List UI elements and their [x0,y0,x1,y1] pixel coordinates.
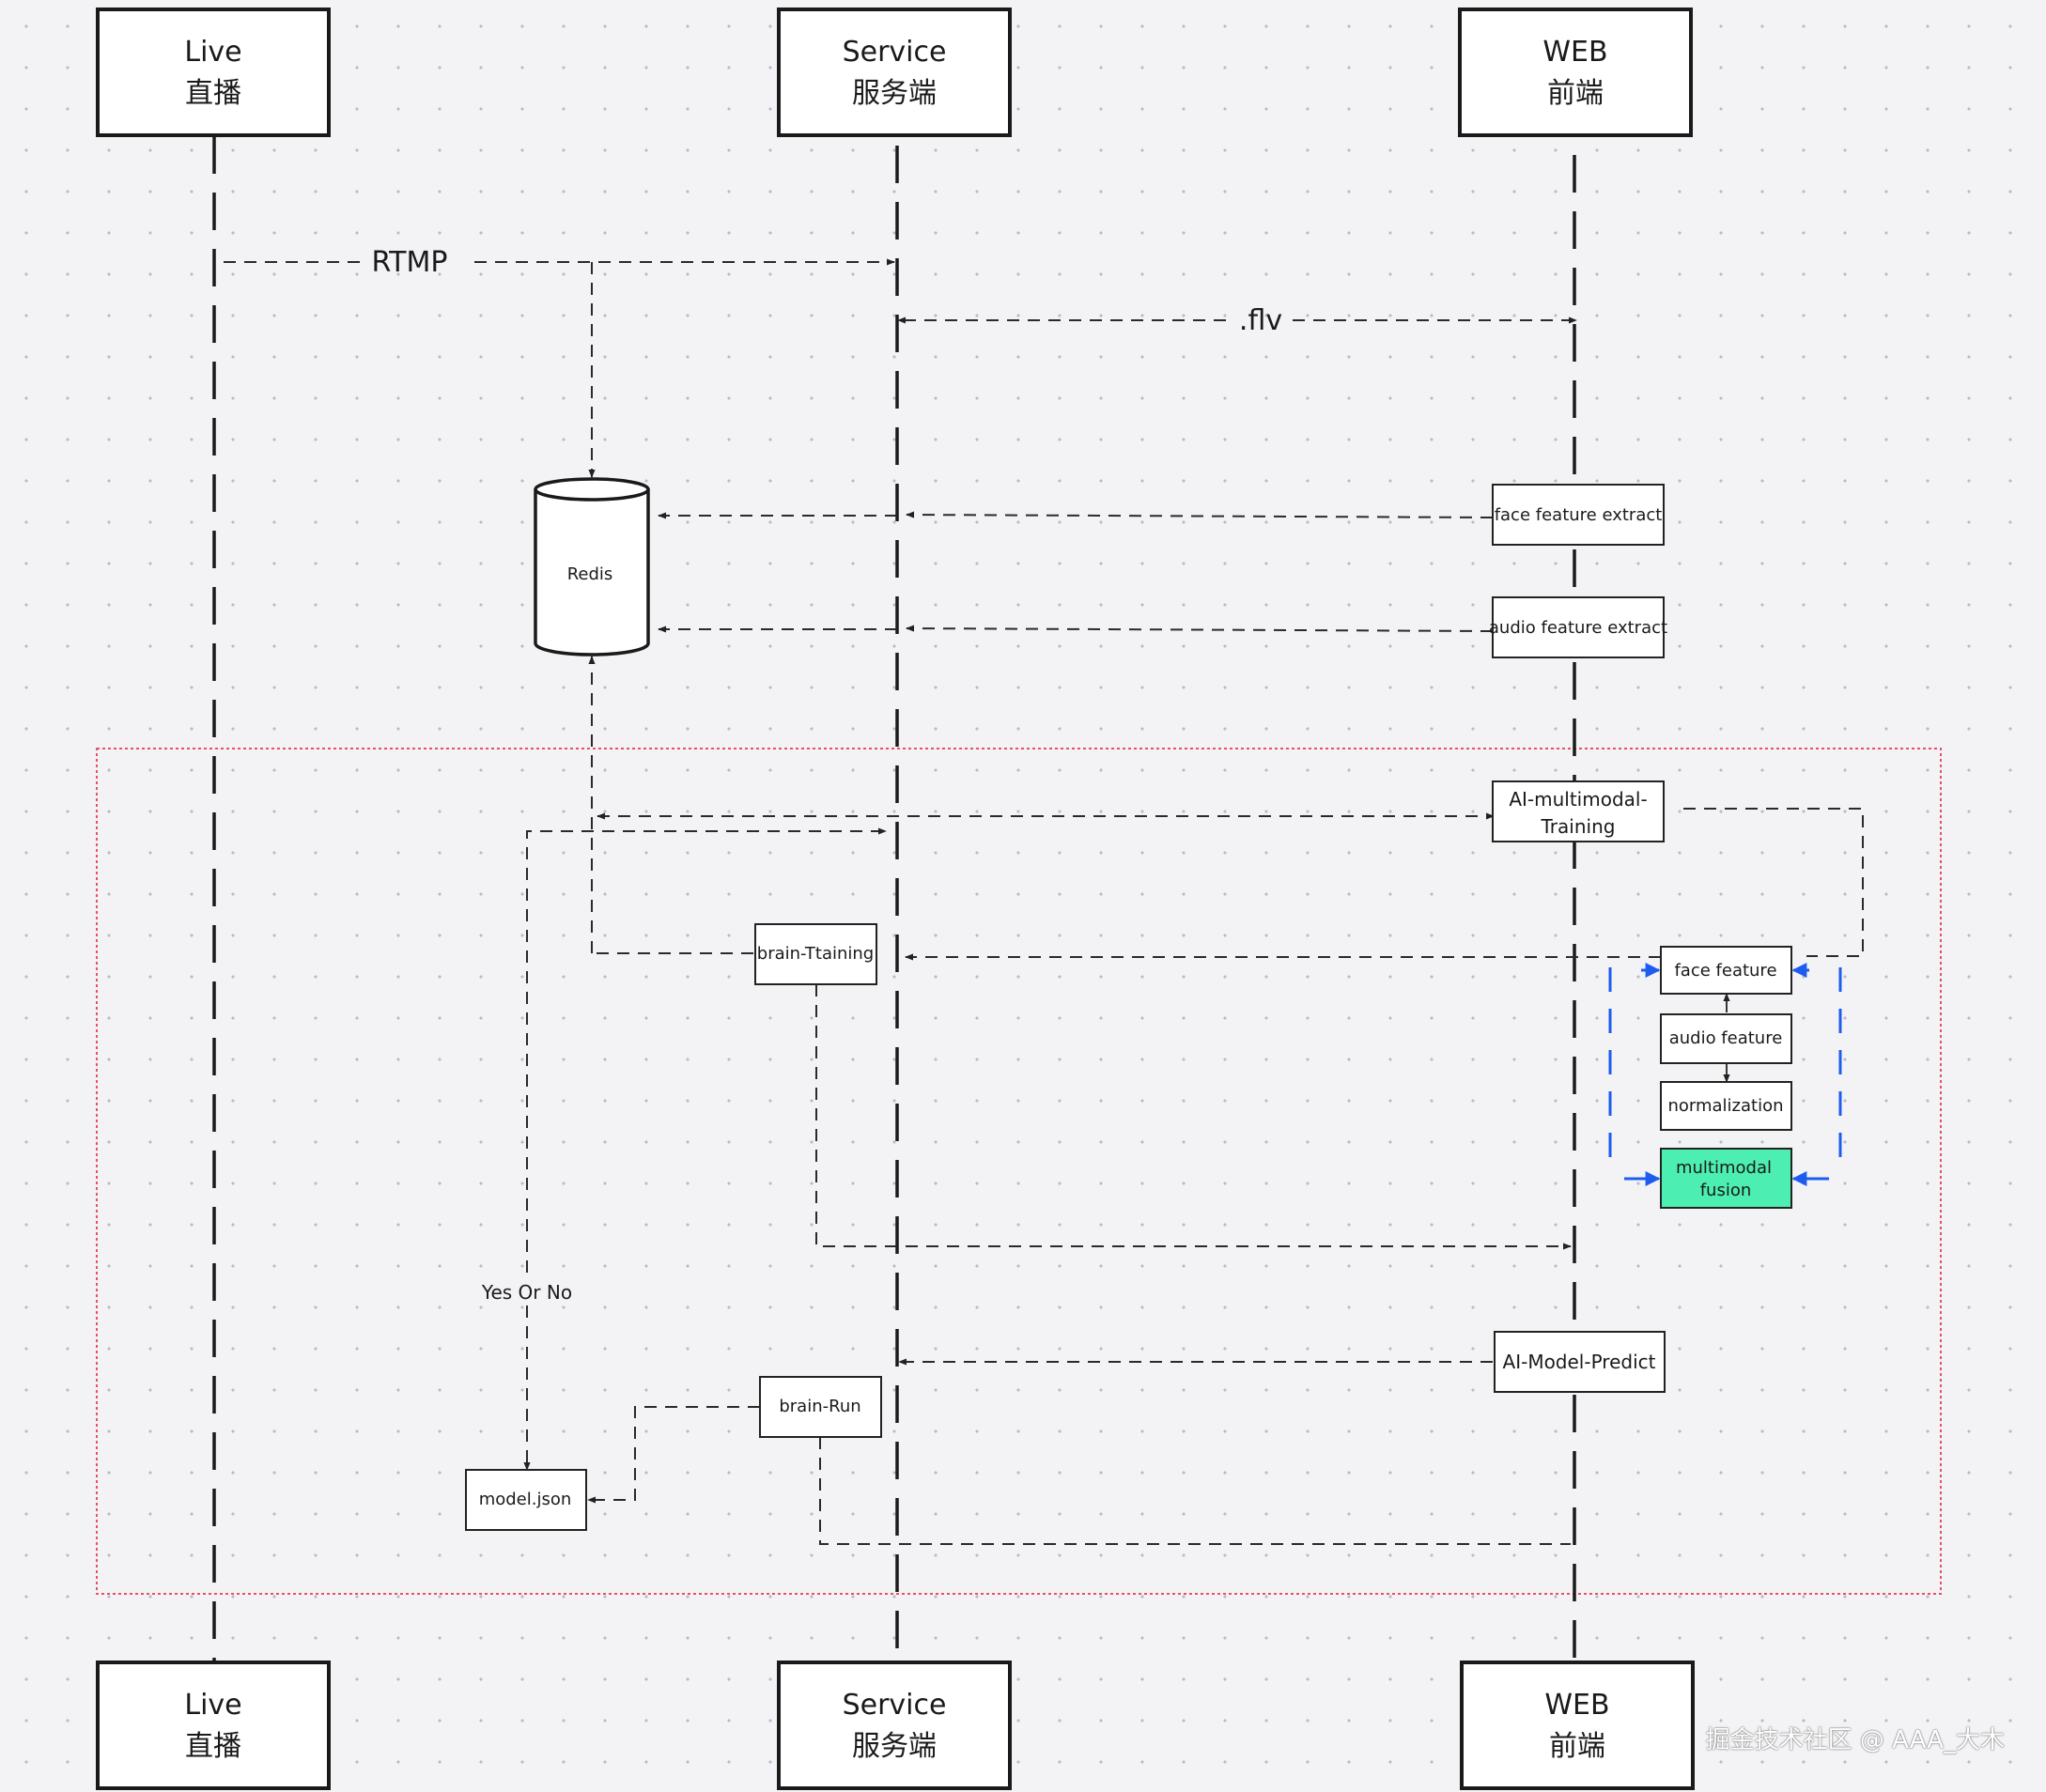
training-loop-line [1683,808,1864,957]
ai-multimodal-training-box: AI-multimodal- Training [1492,780,1665,842]
participant-live-name: Live [184,36,241,69]
participant-service-sub-bottom: 服务端 [852,1730,937,1763]
ai-model-predict-box: AI-Model-Predict [1494,1331,1666,1393]
participant-service-top: Service 服务端 [777,8,1012,137]
face-feature-extract-box: face feature extract [1492,484,1665,546]
rtmp-label: RTMP [372,246,448,279]
normalization-box: normalization [1660,1081,1792,1131]
face-feature-box: face feature [1660,946,1792,995]
participant-service-name-bottom: Service [843,1689,947,1722]
face-feature-label: face feature [1674,961,1776,981]
ai-training-label-line2: Training [1541,815,1616,838]
yes-or-no-top-arrow [526,827,887,1273]
audio-extract-to-redis-arrow [906,625,1494,632]
audio-feature-box: audio feature [1660,1013,1792,1064]
participant-web-top: WEB 前端 [1458,8,1693,137]
multimodal-fusion-box: multimodal fusion [1660,1148,1792,1209]
fusion-label-line1: multimodal [1676,1158,1772,1178]
normalization-label: normalization [1667,1096,1783,1116]
participant-live-top: Live 直播 [96,8,331,137]
brain-run-box: brain-Run [759,1376,882,1438]
participant-web-name-bottom: WEB [1544,1689,1609,1722]
participant-web-bottom: WEB 前端 [1460,1661,1695,1790]
brain-training-label: brain-Ttaining [757,944,874,964]
participant-service-sub: 服务端 [852,77,937,110]
participant-web-name: WEB [1542,36,1607,69]
brain-run-to-model-arrow [587,1406,760,1504]
audio-feature-extract-label: audio feature extract [1489,618,1667,638]
brain-run-label: brain-Run [779,1397,860,1416]
training-region-frame [96,748,1942,1595]
yes-or-no-label: Yes Or No [481,1281,572,1304]
participant-web-sub: 前端 [1547,77,1604,110]
fusion-label-line2: fusion [1700,1181,1752,1200]
participant-live-bottom: Live 直播 [96,1661,331,1790]
face-feature-extract-label: face feature extract [1495,505,1663,525]
participant-web-sub-bottom: 前端 [1549,1730,1605,1763]
flv-label: .flv [1239,304,1282,337]
redis-label: Redis [567,564,613,584]
face-extract-to-redis-arrow [906,511,1494,518]
ai-training-label-line1: AI-multimodal- [1509,788,1647,811]
participant-live-sub: 直播 [185,77,241,110]
audio-feature-label: audio feature [1669,1028,1783,1048]
watermark: 掘金技术社区 @ AAA_大木 [1705,1726,2005,1754]
brain-training-to-web-arrow [815,984,1572,1250]
participant-live-sub-bottom: 直播 [185,1730,241,1763]
ai-model-predict-label: AI-Model-Predict [1503,1351,1656,1373]
audio-feature-extract-box: audio feature extract [1489,596,1667,658]
redis-database: Redis [534,477,650,657]
model-json-label: model.json [479,1490,572,1509]
participant-service-name: Service [843,36,947,69]
brain-run-to-web-line [819,1437,1571,1545]
model-json-box: model.json [465,1469,587,1531]
participant-live-name-bottom: Live [184,1689,241,1722]
participant-service-bottom: Service 服务端 [777,1661,1012,1790]
brain-training-box: brain-Ttaining [754,923,877,985]
